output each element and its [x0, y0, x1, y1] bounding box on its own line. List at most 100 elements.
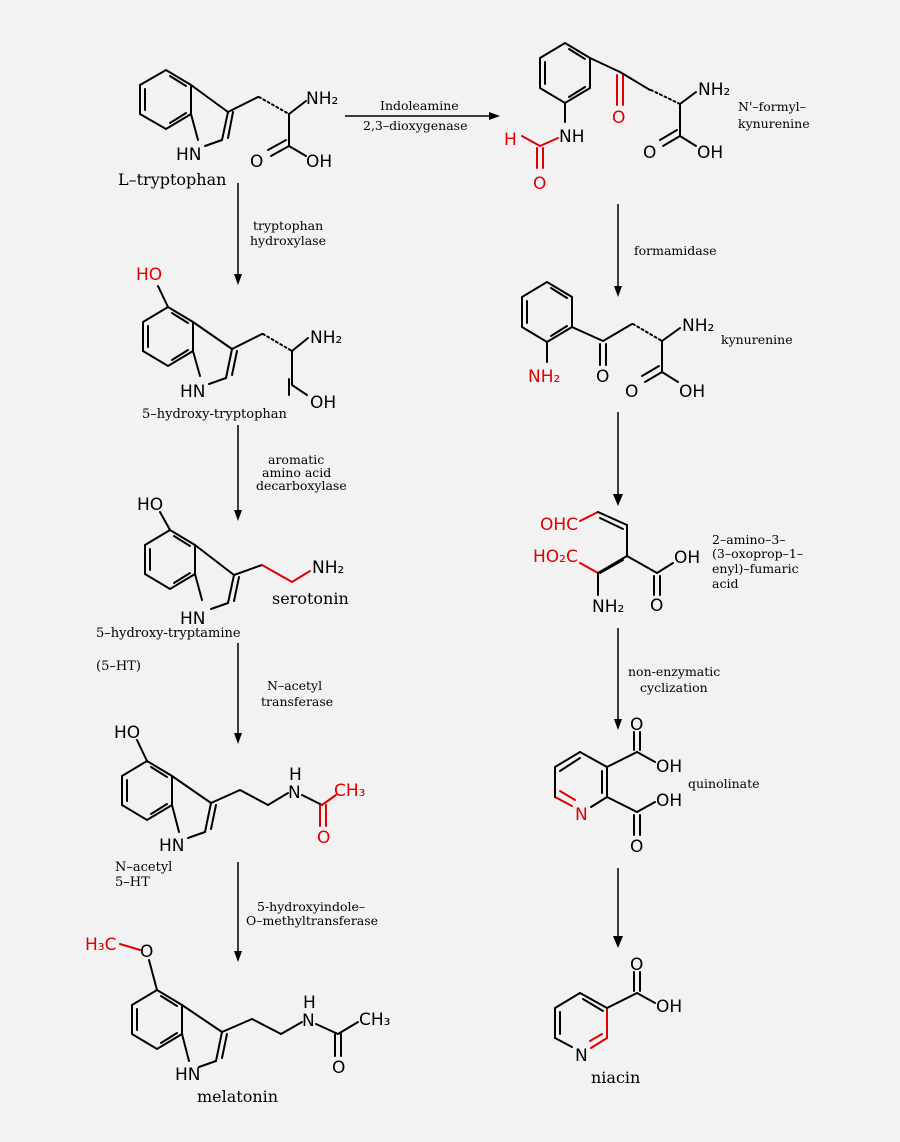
- acetyl-5ht-name-line2: 5–HT: [115, 875, 150, 890]
- nat-label-line2: transferase: [261, 694, 333, 709]
- kynurenine-hydroxyl-label: OH: [679, 382, 705, 402]
- formylkynurenine-carbonyl-o-label: O: [643, 143, 656, 163]
- fumaric-carboxyl-label: HO₂C: [533, 547, 578, 567]
- niacin-ring-n-label: N: [575, 1046, 588, 1066]
- niacin-step-arrowhead: [613, 936, 623, 948]
- kynurenine-aryl-amine-label: NH₂: [528, 367, 560, 387]
- aadc-arrowhead: [234, 510, 242, 521]
- ido-label-line1: Indoleamine: [380, 98, 459, 113]
- acetyl-5ht-name-line1: N–acetyl: [115, 860, 172, 875]
- kynurenine-structure: NH₂ O NH₂ O OH: [521, 280, 714, 402]
- th-arrowhead: [234, 274, 242, 285]
- acetyl-serotonin-amide-h-label: H: [289, 765, 302, 785]
- fumaric-hydroxyl-label: OH: [674, 548, 700, 568]
- fumaric-amine-label: NH₂: [592, 597, 624, 617]
- tryptophan-hydroxyl-label: OH: [306, 152, 332, 172]
- melatonin-amide-h-label: H: [303, 993, 316, 1013]
- quinolinate-carbonyl1-o-label: O: [630, 715, 643, 735]
- tryptophan-indole-nh-label: HN: [176, 145, 202, 165]
- cyclization-label-line1: non-enzymatic: [628, 664, 720, 679]
- th-label-line2: hydroxylase: [250, 233, 326, 248]
- hiomt-label-line2: O–methyltransferase: [246, 913, 378, 928]
- th-label-line1: tryptophan: [253, 218, 323, 233]
- quinolinate-hydroxyl1-label: OH: [656, 757, 682, 777]
- niacin-carbonyl-o-label: O: [630, 955, 643, 975]
- fumaric-name-line1: 2–amino–3–: [712, 532, 786, 547]
- niacin-structure: O OH N: [554, 955, 682, 1066]
- aadc-label-line1: aromatic: [268, 452, 324, 467]
- cyclization-arrowhead: [614, 719, 622, 730]
- acetyl-serotonin-hydroxyl-label: HO: [114, 723, 140, 743]
- quinolinate-ring-n-label: N: [575, 805, 588, 825]
- aadc-label-line3: decarboxylase: [256, 478, 347, 493]
- kynurenine-carbonyl-o-label: O: [625, 382, 638, 402]
- serotonin-indole-nh-label: HN: [180, 609, 206, 629]
- tryptophan-amine-label: NH₂: [306, 89, 338, 109]
- formylkynurenine-name-line1: N'–formyl–: [738, 99, 806, 114]
- acetyl-serotonin-amide-n-label: N: [288, 783, 301, 803]
- hiomt-label-line1: 5-hydroxyindole–: [257, 899, 365, 914]
- serotonin-name: serotonin: [272, 589, 349, 608]
- melatonin-amide-n-label: N: [302, 1011, 315, 1031]
- melatonin-indole-nh-label: HN: [175, 1065, 201, 1085]
- quinolinate-structure: O OH N OH O: [554, 715, 682, 857]
- fumaric-name-line2: (3–oxoprop–1–: [712, 546, 803, 561]
- niacin-name: niacin: [591, 1068, 640, 1087]
- fumaric-name-line3: enyl)–fumaric: [712, 561, 799, 576]
- formylkynurenine-name-line2: kynurenine: [738, 116, 810, 131]
- melatonin-name: melatonin: [197, 1087, 278, 1106]
- melatonin-carbonyl-o-label: O: [332, 1058, 345, 1078]
- formylkynurenine-hydroxyl-label: OH: [697, 143, 723, 163]
- serotonin-structure: HO NH₂ HN: [137, 495, 344, 629]
- nat-arrowhead: [234, 733, 242, 744]
- formylkynurenine-formyl-o-label: O: [533, 174, 546, 194]
- ido-arrowhead: [489, 112, 500, 120]
- formylkynurenine-amide-nh-label: NH: [559, 127, 585, 147]
- fumaric-aldehyde-label: OHC: [540, 515, 578, 535]
- hydroxytryptophan-acid-oh-label: OH: [310, 393, 336, 413]
- melatonin-methoxy-o-label: O: [140, 942, 153, 962]
- hydroxytryptophan-amine-label: NH₂: [310, 328, 342, 348]
- niacin-hydroxyl-label: OH: [656, 997, 682, 1017]
- serotonin-hydroxyl-label: HO: [137, 495, 163, 515]
- kynurenine-ketone-o-label: O: [596, 367, 609, 387]
- fumaric-name-line4: acid: [712, 576, 738, 591]
- fumaric-acid-structure: OHC HO₂C NH₂ OH O: [533, 511, 700, 617]
- cyclization-label-line2: cyclization: [640, 680, 708, 695]
- fumaric-carbonyl-o-label: O: [650, 596, 663, 616]
- quinolinate-hydroxyl2-label: OH: [656, 791, 682, 811]
- hiomt-arrowhead: [234, 951, 242, 962]
- aadc-label-line2: amino acid: [262, 465, 331, 480]
- formylkynurenine-amine-label: NH₂: [698, 80, 730, 100]
- acetyl-serotonin-carbonyl-o-label: O: [317, 828, 330, 848]
- kynurenine-amine-label: NH₂: [682, 316, 714, 336]
- formamidase-arrowhead: [614, 286, 622, 297]
- hydroxytryptophan-name: 5–hydroxy-tryptophan: [142, 407, 288, 422]
- quinolinate-carbonyl2-o-label: O: [630, 837, 643, 857]
- melatonin-methoxy-methyl-label: H₃C: [85, 935, 116, 955]
- tryptophan-name: L–tryptophan: [118, 170, 226, 189]
- acetyl-serotonin-structure: HO H N CH₃ O HN: [114, 723, 365, 856]
- tryptophan-structure: NH₂ HN O OH: [139, 68, 338, 172]
- quinolinate-name: quinolinate: [688, 776, 760, 791]
- melatonin-methyl-label: CH₃: [359, 1010, 390, 1030]
- ido-label-line2: 2,3–dioxygenase: [363, 118, 467, 133]
- formylkynurenine-structure: H NH O O NH₂ O OH: [504, 41, 730, 194]
- kynurenine-name: kynurenine: [721, 332, 793, 347]
- formylkynurenine-formyl-h-label: H: [504, 130, 517, 150]
- ht-abbrev: (5–HT): [96, 659, 141, 674]
- hydroxytryptophan-structure: HO NH₂ HN OH: [136, 265, 342, 413]
- acetyl-serotonin-indole-nh-label: HN: [159, 836, 185, 856]
- hydroxytryptophan-hydroxyl-label: HO: [136, 265, 162, 285]
- formylkynurenine-ketone-o-label: O: [612, 108, 625, 128]
- acetyl-serotonin-methyl-label: CH₃: [334, 781, 365, 801]
- nat-label-line1: N–acetyl: [267, 678, 322, 693]
- formamidase-label: formamidase: [634, 243, 717, 258]
- hydroxytryptophan-indole-nh-label: HN: [180, 382, 206, 402]
- kynurenine-step-arrowhead: [613, 494, 623, 506]
- melatonin-structure: H₃C O H N CH₃ O HN: [85, 935, 390, 1085]
- hydroxytryptamine-name: 5–hydroxy-tryptamine: [96, 626, 241, 641]
- serotonin-amine-label: NH₂: [312, 558, 344, 578]
